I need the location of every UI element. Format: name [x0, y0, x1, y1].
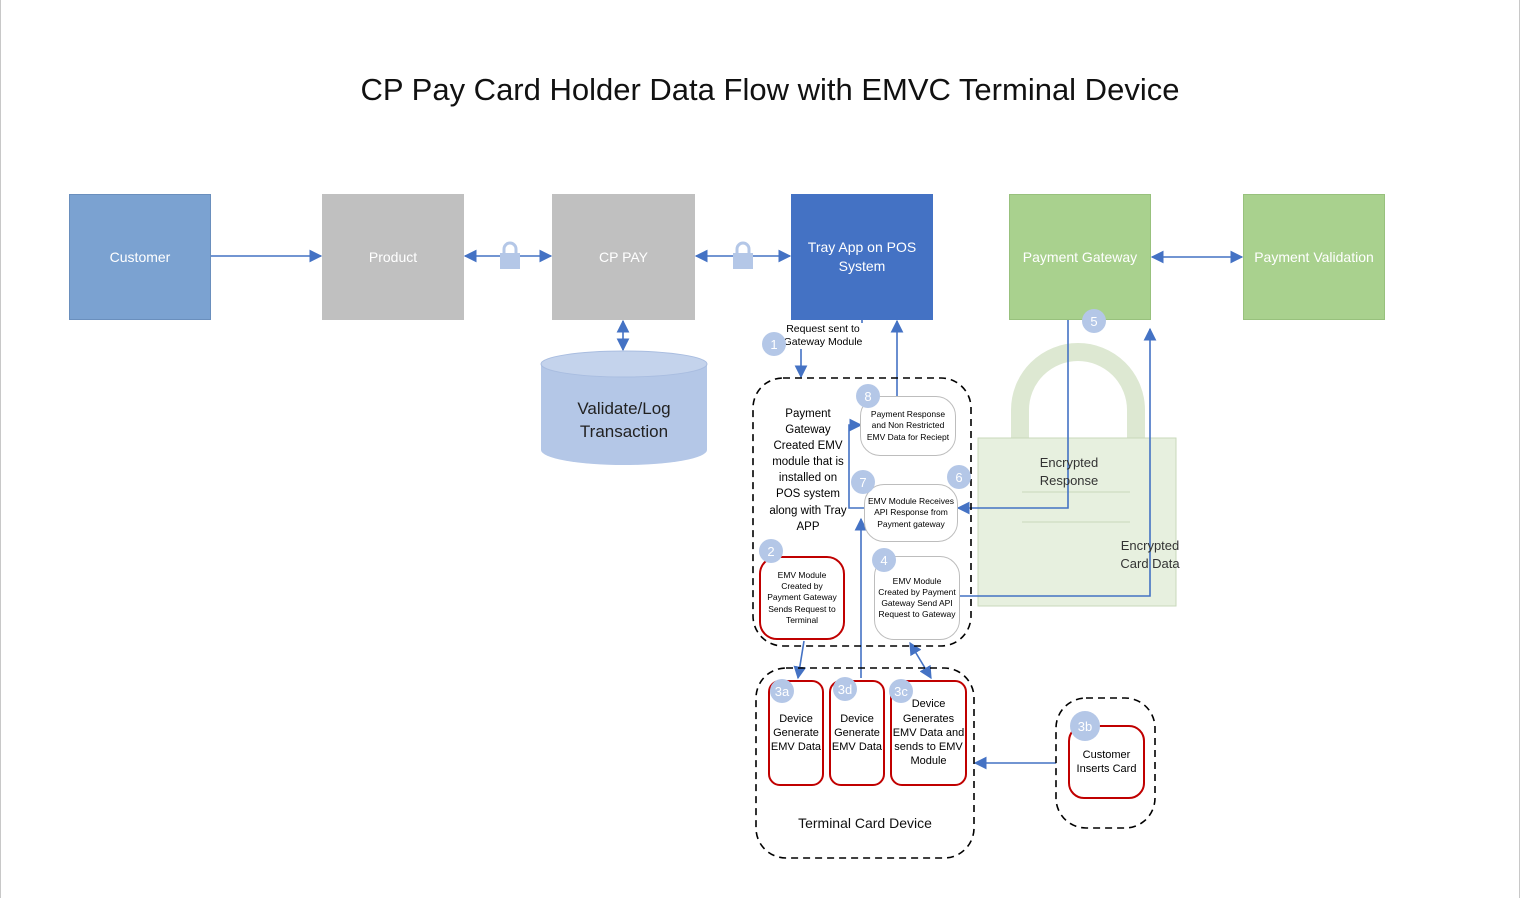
gateway-response-arrow	[956, 320, 1069, 515]
tray-app-node: Tray App on POS System	[791, 194, 933, 320]
step-2-send-to-terminal: EMV Module Created by Payment Gateway Se…	[759, 556, 845, 640]
step-6-text: EMV Module Receives API Response from Pa…	[868, 496, 954, 529]
encrypted-response-label: Encrypted Response	[1039, 455, 1099, 488]
emv-module-container	[752, 377, 972, 647]
large-padlock-icon	[977, 343, 1177, 607]
badge-3b: 3b	[1070, 711, 1100, 741]
badge-2: 2	[759, 539, 783, 563]
card-container	[1055, 697, 1156, 829]
cp-pay-label: CP PAY	[598, 248, 649, 265]
page-edge-left	[0, 0, 1, 898]
request-sent-label: Request sent to Gateway Module	[778, 323, 868, 350]
step-2-text: EMV Module Created by Payment Gateway Se…	[767, 570, 837, 625]
payment-validation-label: Payment Validation	[1254, 248, 1374, 265]
encrypted-card-data-label: Encrypted Card Data	[1120, 538, 1180, 571]
product-label: Product	[368, 248, 418, 265]
database-cylinder	[540, 350, 708, 465]
validate-log-label: Validate/Log Transaction	[577, 399, 671, 441]
badge-5: 5	[1082, 309, 1106, 333]
diagram-title: CP Pay Card Holder Data Flow with EMVC T…	[360, 72, 1180, 107]
cp-pay-node: CP PAY	[552, 194, 695, 320]
step-3c-text: Device Generates EMV Data and sends to E…	[892, 698, 965, 768]
badge-4: 4	[872, 548, 896, 572]
step6-to-step8-arrow	[848, 418, 864, 509]
step-8-text: Payment Response and Non Restricted EMV …	[866, 409, 950, 442]
payment-gateway-node: Payment Gateway	[1009, 194, 1151, 320]
padlock-icon	[733, 241, 753, 269]
step-3b-text: Customer Inserts Card	[1076, 748, 1137, 775]
payment-gateway-label: Payment Gateway	[1022, 248, 1138, 265]
badge-7: 7	[851, 470, 875, 494]
badge-8: 8	[856, 384, 880, 408]
product-node: Product	[322, 194, 464, 320]
customer-node: Customer	[69, 194, 211, 320]
badge-6: 6	[947, 465, 971, 489]
badge-3d: 3d	[833, 677, 857, 701]
card-data-to-gateway-arrow	[958, 327, 1157, 597]
terminal-container	[755, 667, 975, 859]
step-3a-text: Device Generate EMV Data	[770, 712, 822, 754]
padlock-icon	[500, 241, 520, 269]
module-description: Payment Gateway Created EMV module that …	[769, 408, 847, 533]
step-8-payment-response: Payment Response and Non Restricted EMV …	[860, 396, 956, 456]
step2-to-3a-arrow	[793, 640, 807, 680]
step-3d-text: Device Generate EMV Data	[831, 712, 883, 754]
step-6-receive-response: EMV Module Receives API Response from Pa…	[864, 484, 958, 542]
step4-to-3c-arrow	[909, 641, 932, 680]
badge-1: 1	[762, 332, 786, 356]
tray-app-label: Tray App on POS System	[807, 239, 917, 274]
step-4-text: EMV Module Created by Payment Gateway Se…	[878, 575, 956, 620]
customer-label: Customer	[109, 248, 171, 265]
badge-3a: 3a	[770, 679, 794, 703]
step-4-send-api-request: EMV Module Created by Payment Gateway Se…	[874, 556, 960, 640]
payment-validation-node: Payment Validation	[1243, 194, 1385, 320]
badge-3c: 3c	[889, 679, 913, 703]
step-3c-device: Device Generates EMV Data and sends to E…	[890, 680, 967, 786]
terminal-card-device-label: Terminal Card Device	[798, 815, 932, 831]
